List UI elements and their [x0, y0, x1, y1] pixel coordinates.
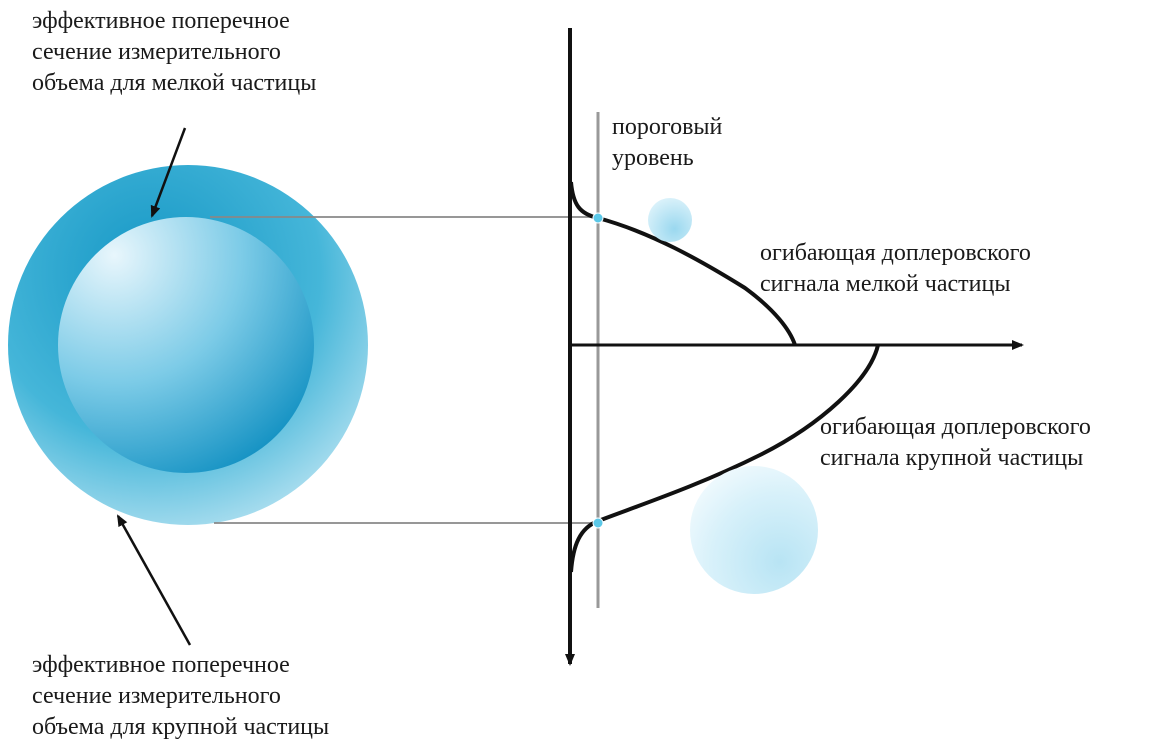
label-small-envelope-line-1: огибающая доплеровского — [760, 240, 1031, 266]
label-small-volume-line-1: эффективное поперечное — [32, 8, 290, 34]
label-large-volume-line-1: эффективное поперечное — [32, 652, 290, 678]
small-particle-envelope-curve — [569, 181, 797, 346]
label-large-envelope: огибающая доплеровского сигнала крупной … — [820, 412, 1091, 474]
label-threshold-line-2: уровень — [612, 145, 694, 171]
small-particle-measuring-volume — [58, 217, 314, 473]
label-large-envelope-line-1: огибающая доплеровского — [820, 414, 1091, 440]
label-small-volume-line-3: объема для мелкой частицы — [32, 70, 317, 96]
label-small-envelope: огибающая доплеровского сигнала мелкой ч… — [760, 238, 1031, 300]
label-large-volume-line-3: объема для крупной частицы — [32, 714, 330, 740]
label-large-volume: эффективное поперечное сечение измерител… — [32, 650, 329, 743]
small-particle-bubble — [648, 198, 692, 242]
label-large-volume-line-2: сечение измерительного — [32, 683, 281, 709]
label-small-envelope-line-2: сигнала мелкой частицы — [760, 271, 1011, 297]
label-threshold-line-1: пороговый — [612, 114, 723, 140]
threshold-point-bottom — [592, 517, 604, 529]
label-large-envelope-line-2: сигнала крупной частицы — [820, 445, 1084, 471]
large-particle-bubble — [690, 466, 818, 594]
arrow-to-large-volume — [116, 514, 192, 646]
threshold-point-top — [592, 212, 604, 224]
large-particle-envelope-curve — [569, 344, 880, 573]
label-threshold: пороговый уровень — [612, 112, 722, 174]
label-small-volume: эффективное поперечное сечение измерител… — [32, 6, 316, 99]
arrow-to-small-volume — [150, 127, 187, 218]
label-small-volume-line-2: сечение измерительного — [32, 39, 281, 65]
